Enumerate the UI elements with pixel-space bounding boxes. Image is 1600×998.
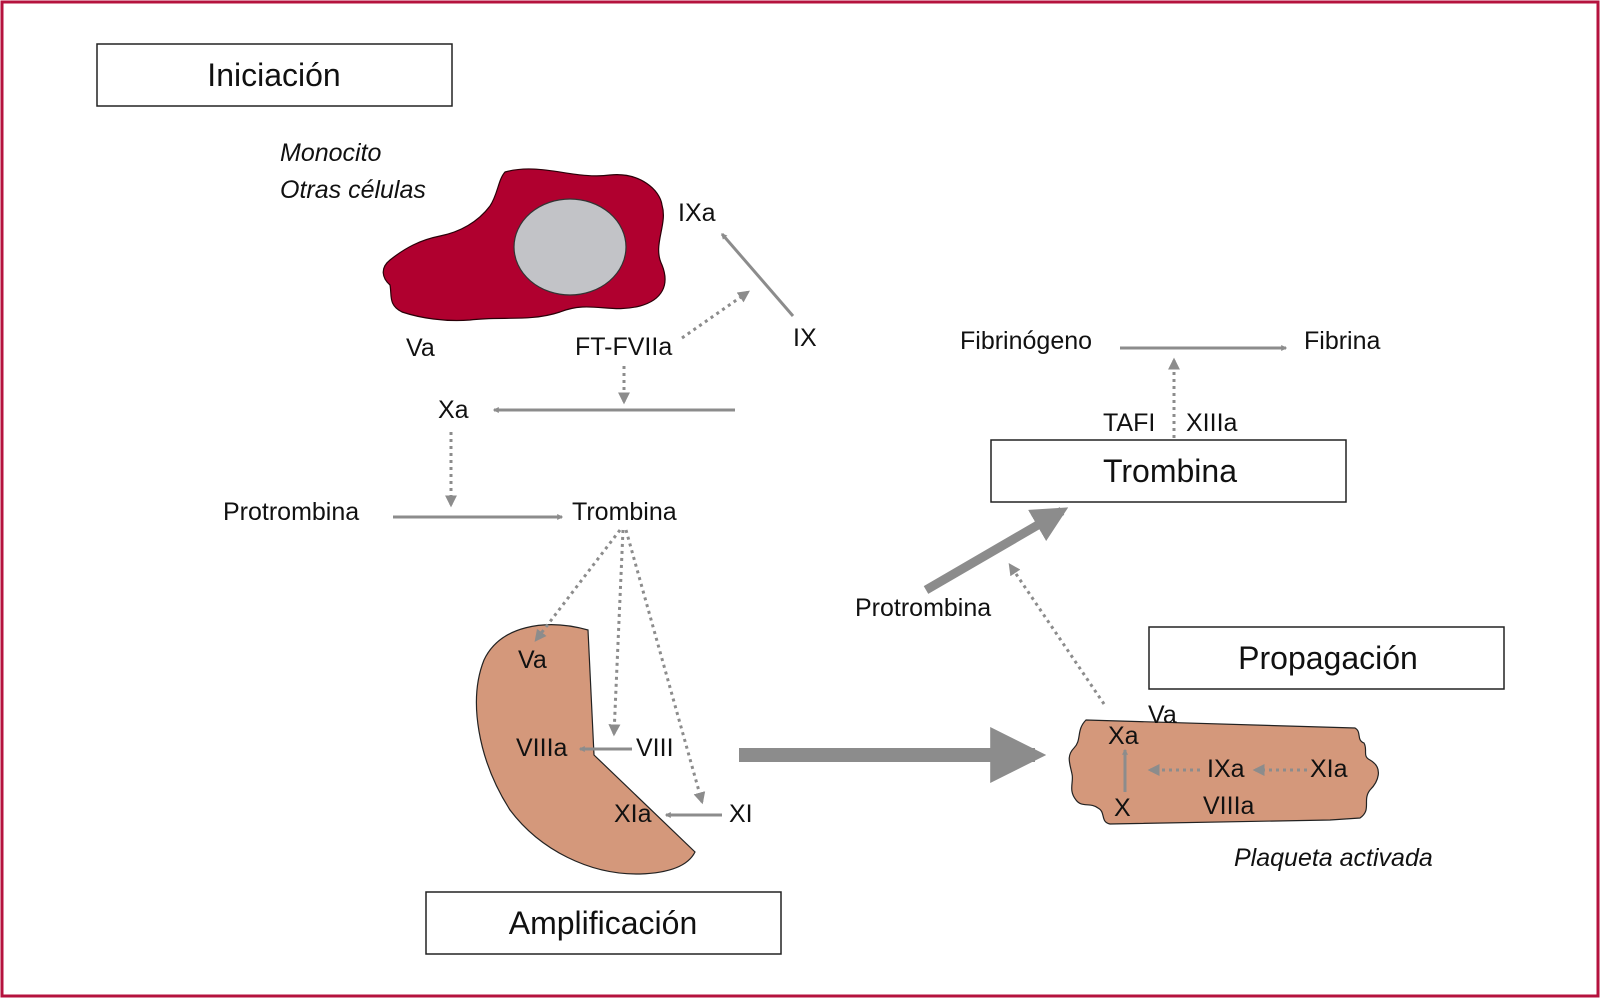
amplification-title: Amplificación	[509, 905, 698, 941]
init-ix-label: IX	[793, 324, 817, 352]
arrow-ix-to-ixa	[720, 233, 795, 317]
propagation-box	[1148, 626, 1505, 690]
init-ixa-label: IXa	[678, 199, 716, 227]
arrow-thrombin-to-va-dotted	[534, 529, 622, 642]
other-cells-label: Otras células	[280, 176, 426, 204]
xiiia-label: XIIIa	[1186, 409, 1238, 437]
activated-platelet-label: Plaqueta activada	[1234, 844, 1433, 872]
amp-viiia-label: VIIIa	[516, 734, 568, 762]
initiation-title: Iniciación	[207, 57, 340, 93]
prop-x-label: X	[1114, 794, 1131, 822]
thrombin-box-title: Trombina	[1103, 453, 1237, 489]
fibrina-label: Fibrina	[1304, 327, 1381, 355]
thrombin-box	[990, 439, 1347, 503]
prop-ixa-label: IXa	[1207, 755, 1245, 783]
init-protrombina-label: Protrombina	[223, 498, 359, 526]
arrow-thrombin-to-xia-dotted	[624, 529, 706, 805]
activated-platelet	[1068, 719, 1379, 825]
monocyte-label: Monocito	[280, 139, 382, 167]
prop-protrombina-label: Protrombina	[855, 594, 991, 622]
amp-xi-label: XI	[729, 800, 753, 828]
amplification-box	[425, 891, 782, 955]
arrow-thrombin-to-viiia-dotted	[608, 529, 625, 737]
amp-xia-label: XIa	[614, 800, 652, 828]
initiation-box	[96, 43, 453, 107]
prop-va-label: Va	[1148, 701, 1177, 729]
arrow-platelet-to-thrombin-dotted	[1008, 563, 1106, 705]
fibrinogeno-label: Fibrinógeno	[960, 327, 1092, 355]
prop-xia-label: XIa	[1310, 755, 1348, 783]
init-trombina-label: Trombina	[572, 498, 677, 526]
prop-viiia-label: VIIIa	[1203, 792, 1255, 820]
init-xa-label: Xa	[438, 396, 469, 424]
ft-fviia-label: FT-FVIIa	[575, 333, 672, 361]
tafi-label: TAFI	[1103, 409, 1155, 437]
arrow-prothrombin-to-thrombin-box	[923, 507, 1069, 594]
prop-xa-label: Xa	[1108, 722, 1139, 750]
init-va-label: Va	[406, 334, 435, 362]
amp-viii-label: VIII	[636, 734, 674, 762]
propagation-title: Propagación	[1238, 640, 1418, 676]
arrow-ft-to-ix-dotted	[681, 290, 750, 340]
monocyte-nucleus	[513, 198, 627, 296]
amp-va-label: Va	[518, 646, 547, 674]
